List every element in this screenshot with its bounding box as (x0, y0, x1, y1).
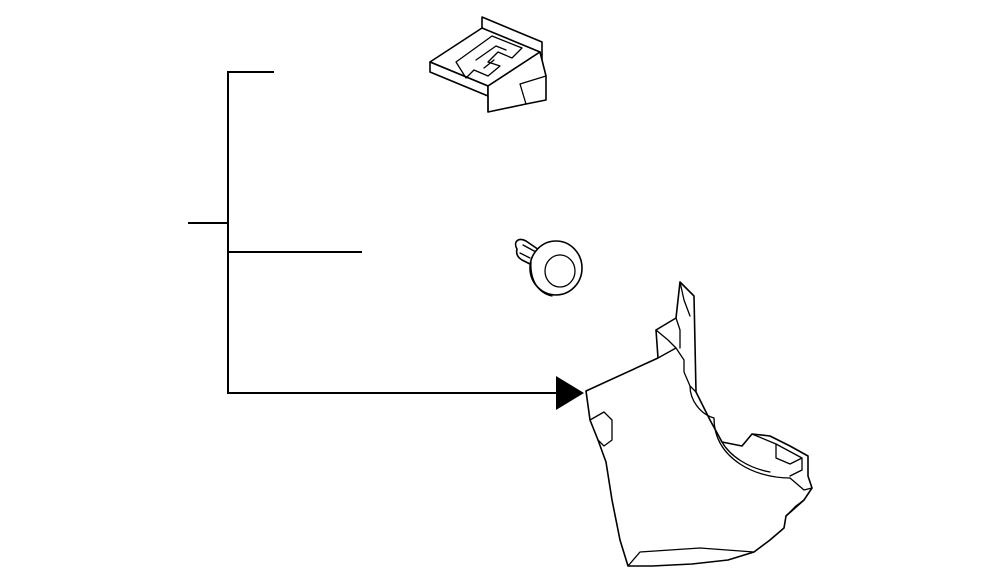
pin-head-inner (544, 254, 576, 288)
panel-recess-inner (721, 441, 771, 473)
panel-left-notch (589, 411, 613, 447)
callout-bracket (188, 71, 584, 410)
clip-lower-tab (487, 75, 547, 113)
push-pin-fastener-icon (514, 238, 583, 297)
pin-head-edge (530, 261, 553, 297)
panel-lower-fold (627, 547, 755, 567)
retainer-clip-icon (429, 16, 547, 113)
clip-spring-cutout (455, 35, 523, 79)
panel-main-outline (585, 281, 813, 567)
panel-curved-recess (689, 385, 791, 479)
panel-flange-edge (675, 281, 691, 349)
panel-right-bracket (751, 433, 803, 477)
pin-head-outer (529, 240, 583, 296)
pin-shank-ridge (519, 244, 537, 259)
leader-arrowhead (556, 376, 584, 410)
trim-panel-icon (585, 281, 813, 567)
panel-right-tab (785, 477, 813, 517)
panel-top-flange (657, 347, 697, 393)
panel-upper-ridge (655, 329, 677, 349)
clip-spring-inner (475, 45, 507, 69)
